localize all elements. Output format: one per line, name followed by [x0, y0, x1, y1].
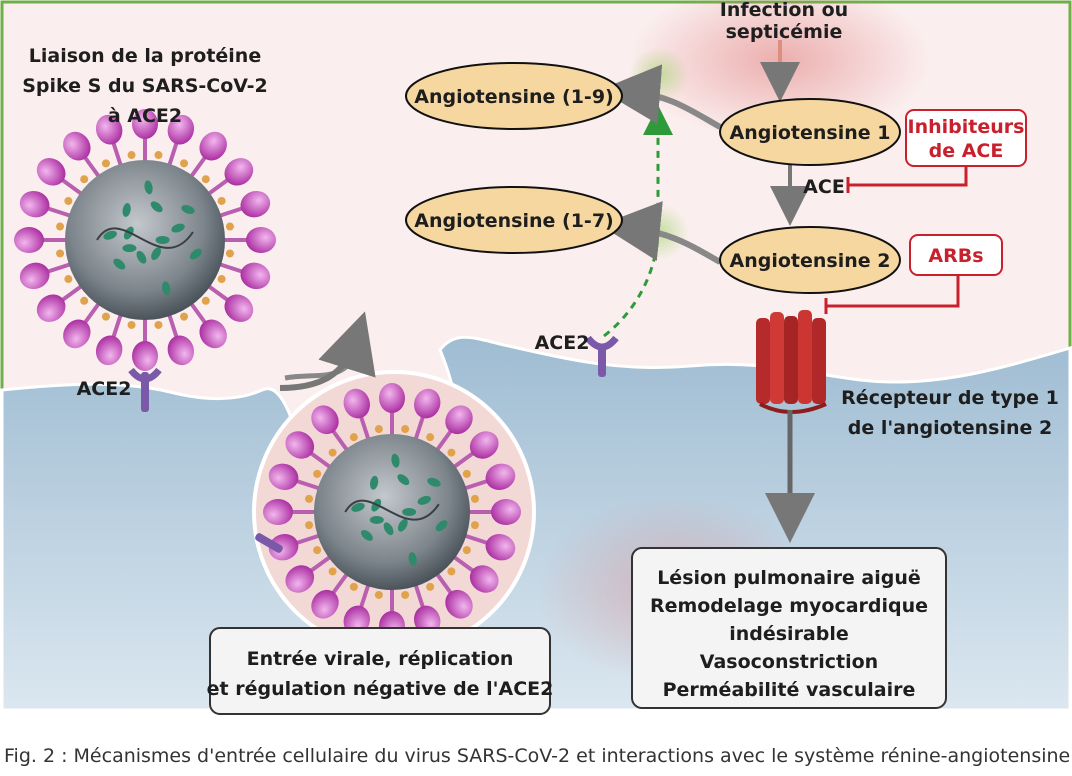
spike-protein-icon [268, 463, 299, 490]
spike-protein-icon [167, 114, 195, 145]
spike-protein-icon [445, 405, 473, 435]
ace2-receptor-left [128, 367, 162, 412]
ang1-label: Angiotensine 1 [730, 122, 891, 144]
spike-protein-icon [246, 227, 276, 253]
ace2-mid-label: ACE2 [535, 332, 590, 354]
ang17-label: Angiotensine (1-7) [414, 210, 613, 232]
spike-protein-icon [485, 463, 516, 490]
effects-box [631, 547, 947, 709]
spike-protein-icon [263, 499, 293, 525]
ace-inhibitors-label-1: Inhibiteurs [908, 116, 1025, 138]
spike-label-2: Spike S du SARS-CoV-2 [22, 75, 267, 97]
receptor-label-1: Récepteur de type 1 [841, 387, 1059, 409]
spike-protein-icon [14, 227, 44, 253]
spike-protein-icon [285, 431, 315, 459]
effect-line-2: Remodelage myocardique [650, 595, 928, 617]
spike-label-3: à ACE2 [108, 105, 182, 127]
spike-protein-icon [343, 388, 370, 419]
spike-protein-icon [36, 158, 66, 186]
ace2-left-label: ACE2 [77, 378, 132, 400]
spike-protein-icon [19, 262, 50, 290]
effect-line-5: Perméabilité vasculaire [663, 679, 916, 701]
spike-protein-icon [224, 294, 254, 322]
spike-protein-icon [95, 335, 123, 366]
spike-protein-icon [414, 388, 441, 419]
ace-inhibitor-line [848, 162, 968, 187]
spike-protein-icon [224, 158, 254, 186]
spike-protein-icon [132, 341, 158, 371]
spike-protein-icon [36, 294, 66, 322]
spike-protein-icon [285, 565, 315, 593]
arrow-ang1-to-ang19 [600, 64, 722, 130]
spike-protein-icon [485, 534, 516, 561]
arrow-ang2-to-ang17 [600, 201, 722, 265]
spike-protein-icon [379, 383, 405, 413]
arbs-box [909, 234, 1003, 276]
spike-protein-icon [63, 319, 91, 349]
spike-protein-icon [491, 499, 521, 525]
spike-label-1: Liaison de la protéine [29, 45, 261, 67]
arbs-label: ARBs [928, 245, 983, 267]
ace-inhibitors-label-2: de ACE [929, 140, 1004, 162]
spike-protein-icon [132, 109, 158, 139]
infection-label-1: Infection ou [720, 0, 848, 21]
node-ang19 [405, 62, 623, 130]
effect-line-1: Lésion pulmonaire aiguë [657, 567, 921, 589]
entry-box [209, 627, 551, 715]
ace2-receptor-mid [585, 335, 619, 377]
entry-box-line-2: et régulation négative de l'ACE2 [207, 678, 554, 700]
node-ang2 [719, 226, 901, 294]
ace2-receptor-endosome [255, 533, 283, 553]
spike-protein-icon [311, 589, 339, 619]
ang19-label: Angiotensine (1-9) [414, 86, 613, 108]
spike-protein-icon [19, 190, 50, 218]
infection-label-2: septicémie [726, 21, 843, 43]
node-ang1 [719, 98, 901, 166]
spike-protein-icon [63, 131, 91, 161]
virus-entry-arrow [279, 311, 376, 391]
entry-box-line-1: Entrée virale, réplication [247, 648, 514, 670]
at1-receptor-icon [756, 310, 827, 414]
spike-protein-icon [311, 405, 339, 435]
spike-protein-icon [445, 589, 473, 619]
figure-caption: Fig. 2 : Mécanismes d'entrée cellulaire … [4, 745, 1072, 767]
virus-particle-free [14, 109, 276, 371]
effect-line-3: indésirable [729, 623, 849, 645]
ang2-label: Angiotensine 2 [730, 250, 891, 272]
receptor-label-2: de l'angiotensine 2 [848, 417, 1053, 439]
spike-protein-icon [240, 262, 271, 290]
spike-protein-icon [199, 131, 227, 161]
spike-protein-icon [469, 565, 499, 593]
spike-protein-icon [240, 190, 271, 218]
spike-protein-icon [95, 114, 123, 145]
effect-line-4: Vasoconstriction [700, 651, 878, 673]
spike-protein-icon [167, 335, 195, 366]
ace-label: ACE [803, 176, 845, 198]
spike-protein-icon [199, 319, 227, 349]
ace-inhibitors-box [905, 109, 1027, 167]
spike-protein-icon [469, 431, 499, 459]
arbs-inhibitor-line [826, 274, 960, 308]
spike-protein-icon [268, 534, 299, 561]
node-ang17 [405, 186, 623, 254]
